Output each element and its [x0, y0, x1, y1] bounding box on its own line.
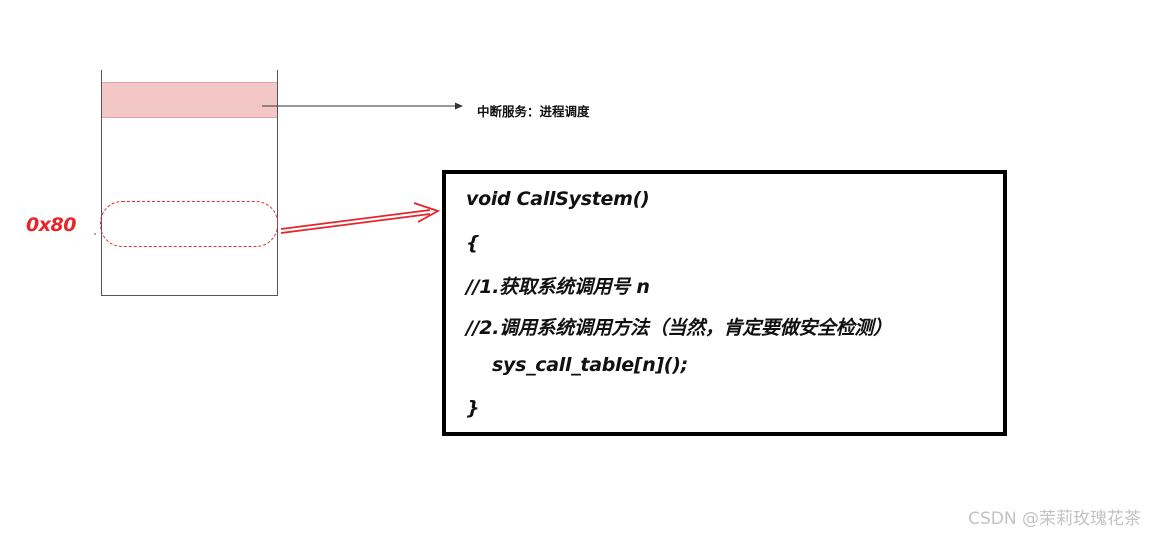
watermark: CSDN @茉莉玫瑰花茶: [968, 509, 1141, 529]
code-line-signature: void CallSystem(): [466, 188, 650, 210]
syscall-entry-0x80: [100, 201, 278, 247]
vector-table: [101, 70, 278, 296]
syscall-arrow-line-bottom: [280, 213, 431, 234]
interrupt-service-label: 中断服务：进程调度: [477, 104, 590, 119]
code-box: void CallSystem() { //1.获取系统调用号 n //2.调用…: [442, 170, 1007, 436]
code-line-call: sys_call_table[n]();: [492, 354, 688, 376]
syscall-arrow-head: [413, 202, 441, 223]
code-line-comment-1: //1.获取系统调用号 n: [466, 276, 650, 298]
vector-0x80-label: 0x80: [26, 214, 76, 236]
code-line-open-brace: {: [466, 232, 480, 254]
code-line-close-brace: }: [466, 397, 480, 419]
entry-dot: [94, 233, 96, 235]
interrupt-service-entry: [102, 82, 277, 118]
code-line-comment-2: //2.调用系统调用方法（当然，肯定要做安全检测）: [466, 317, 892, 339]
syscall-arrow-line-top: [280, 209, 431, 230]
interrupt-arrow-head: [455, 102, 463, 110]
